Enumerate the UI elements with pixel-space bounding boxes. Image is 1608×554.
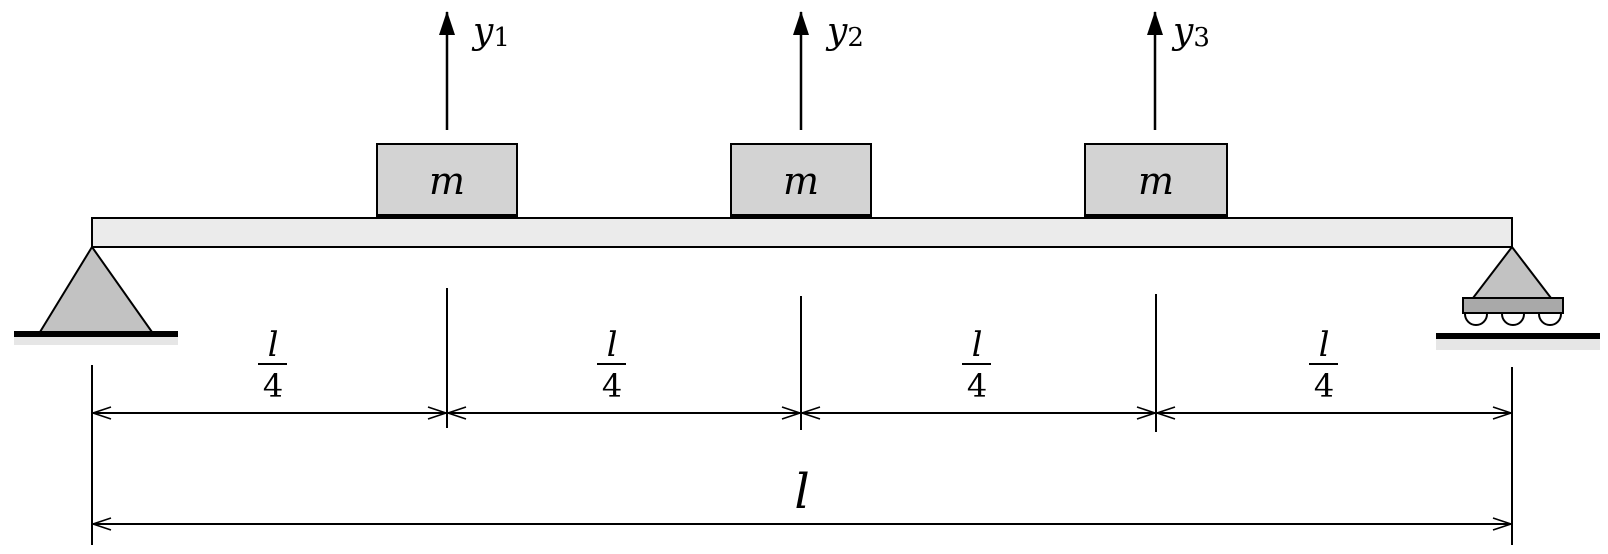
fraction-numerator: l xyxy=(268,325,279,365)
mass-2: m xyxy=(730,143,872,218)
displacement-index: 1 xyxy=(493,23,510,53)
fraction-numerator: l xyxy=(1319,325,1330,365)
total-length-dimension: l xyxy=(93,464,1511,524)
displacement-arrow-y1: y1 xyxy=(439,11,510,130)
fraction-numerator: l xyxy=(972,325,983,365)
displacement-arrow-y2: y2 xyxy=(793,11,864,130)
fraction-denominator: 4 xyxy=(1314,367,1334,405)
fraction-denominator: 4 xyxy=(602,367,622,405)
mass-label: m xyxy=(429,159,465,203)
fraction-denominator: 4 xyxy=(263,367,283,405)
roller-carriage xyxy=(1462,297,1564,314)
total-length-label: l xyxy=(794,464,809,520)
mass-block xyxy=(376,143,518,217)
displacement-symbol: y xyxy=(825,11,848,52)
segment-label-2: l 4 xyxy=(597,325,626,405)
displacement-index: 3 xyxy=(1193,23,1210,53)
mass-label: m xyxy=(783,159,819,203)
mass-block xyxy=(1084,143,1228,217)
roller-support-right xyxy=(1436,245,1600,350)
roller-wheel-3 xyxy=(1538,313,1562,326)
fraction-numerator: l xyxy=(607,325,618,365)
ground-shadow-right xyxy=(1436,338,1600,350)
beam xyxy=(91,217,1513,248)
fraction-denominator: 4 xyxy=(967,367,987,405)
mass-1: m xyxy=(376,143,518,218)
displacement-symbol: y xyxy=(1171,11,1194,52)
pin-support-left xyxy=(14,245,178,345)
mass-3: m xyxy=(1084,143,1228,218)
segment-label-3: l 4 xyxy=(962,325,991,405)
roller-wheel-2 xyxy=(1501,313,1525,326)
segment-label-4: l 4 xyxy=(1309,325,1338,405)
displacement-symbol: y xyxy=(471,11,494,52)
roller-triangle xyxy=(1470,245,1554,299)
segment-label-1: l 4 xyxy=(258,325,287,405)
mass-block xyxy=(730,143,872,217)
displacement-label: y1 xyxy=(471,11,510,53)
displacement-label: y3 xyxy=(1171,11,1210,53)
mass-label: m xyxy=(1138,159,1174,203)
roller-wheel-1 xyxy=(1464,313,1488,326)
displacement-label: y2 xyxy=(825,11,864,53)
displacement-index: 2 xyxy=(847,23,864,53)
displacement-arrow-y3: y3 xyxy=(1147,11,1210,130)
pin-triangle xyxy=(38,245,154,333)
